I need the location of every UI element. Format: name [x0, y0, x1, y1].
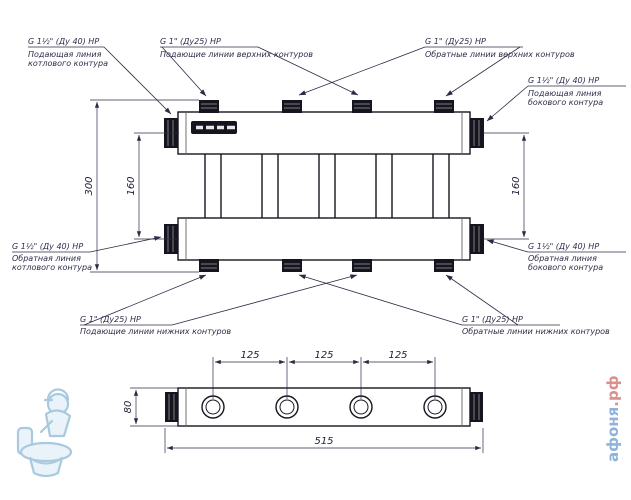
upper-port-stubs — [199, 100, 454, 113]
leader-arrow — [89, 235, 162, 253]
label-boiler-return-desc1: Обратная линия — [12, 254, 81, 263]
riser-pipe — [375, 149, 393, 223]
label-upper-return: G 1" (Ду25) НР Обратные линии верхних ко… — [298, 37, 575, 97]
bottom-ports — [201, 395, 447, 419]
upper-port-stub-1 — [199, 100, 219, 113]
label-lower-return: G 1" (Ду25) НР Обратные линии нижних кон… — [298, 274, 610, 336]
label-side-return: G 1½" (Ду 40) НР Обратная линия бокового… — [486, 239, 626, 272]
leader-arrow — [257, 46, 359, 96]
leader-arrow — [103, 46, 172, 115]
label-side-return-desc2: бокового контура — [528, 263, 603, 272]
upper-port-stub-4 — [434, 100, 454, 113]
brand-tld-text: .рф — [604, 375, 622, 406]
plumber-watermark — [16, 388, 73, 478]
label-lower-return-thread: G 1" (Ду25) НР — [462, 315, 523, 324]
dimension-right-port-spacing: 160 — [483, 132, 529, 240]
label-upper-supply: G 1" (Ду25) НР Подающие линии верхних ко… — [160, 37, 359, 97]
upper-port-stub-2 — [282, 100, 302, 113]
side-supply-connector — [470, 118, 484, 148]
leader-arrow — [298, 274, 463, 326]
label-side-supply: G 1½" (Ду 40) НР Подающая линия бокового… — [486, 76, 626, 122]
bottom-collector — [164, 217, 484, 272]
label-lower-supply: G 1" (Ду25) НР Подающие линии нижних кон… — [80, 274, 358, 336]
riser-pipe — [204, 149, 222, 223]
leader-arrow — [298, 46, 426, 96]
lower-port-stub-1 — [199, 259, 219, 272]
leader-arrow — [171, 274, 358, 326]
label-side-supply-thread: G 1½" (Ду 40) НР — [528, 76, 599, 85]
label-side-return-desc1: Обратная линия — [528, 254, 597, 263]
label-upper-return-thread: G 1" (Ду25) НР — [425, 37, 486, 46]
dim-right-spacing-value: 160 — [511, 176, 522, 195]
brand-name-text: афоня — [604, 407, 622, 462]
dim-spacing-3-value: 125 — [388, 350, 407, 361]
dim-body-height-value: 80 — [123, 401, 134, 414]
riser-pipe — [318, 149, 336, 223]
leader-arrow — [486, 85, 529, 122]
label-side-return-thread: G 1½" (Ду 40) НР — [528, 242, 599, 251]
label-side-supply-desc2: бокового контура — [528, 98, 603, 107]
label-upper-supply-thread: G 1" (Ду25) НР — [160, 37, 221, 46]
dim-overall-height-value: 300 — [84, 176, 95, 195]
dimension-port-spacings: 125 125 125 — [212, 350, 436, 399]
brand-watermark: афоня.рф — [604, 375, 622, 462]
label-boiler-supply-thread: G 1½" (Ду 40) НР — [28, 37, 99, 46]
left-end-connector — [165, 392, 178, 422]
right-end-connector — [470, 392, 483, 422]
dimension-left-port-spacing: 160 — [126, 132, 179, 240]
label-boiler-return-thread: G 1½" (Ду 40) НР — [12, 242, 83, 251]
bottom-collector-body — [177, 217, 471, 261]
riser-pipe — [261, 149, 279, 223]
label-lower-return-desc1: Обратные линии нижних контуров — [462, 327, 610, 336]
label-lower-supply-thread: G 1" (Ду25) НР — [80, 315, 141, 324]
label-boiler-supply-desc1: Подающая линия — [28, 50, 102, 59]
dim-spacing-1-value: 125 — [240, 350, 259, 361]
dimension-body-height: 80 — [123, 387, 179, 427]
bottom-view: 125 125 125 80 515 — [123, 350, 484, 453]
dim-spacing-2-value: 125 — [314, 350, 333, 361]
label-lower-supply-desc1: Подающие линии нижних контуров — [80, 327, 231, 336]
dim-overall-length-value: 515 — [314, 436, 333, 447]
dimension-overall-height: 300 — [84, 99, 199, 273]
label-side-supply-desc1: Подающая линия — [528, 89, 602, 98]
dimension-overall-length: 515 — [164, 428, 484, 453]
front-view: 300 160 160 G 1½" (Ду 40) НР Подающая ли… — [12, 37, 626, 336]
leader-arrow — [445, 274, 519, 326]
leader-arrow — [445, 46, 521, 97]
lower-port-stub-3 — [352, 259, 372, 272]
label-boiler-return-desc2: котлового контура — [12, 263, 92, 272]
lower-port-stub-2 — [282, 259, 302, 272]
side-return-connector — [470, 224, 484, 254]
lower-port-stub-4 — [434, 259, 454, 272]
label-boiler-supply: G 1½" (Ду 40) НР Подающая линия котловог… — [28, 37, 172, 115]
leader-arrow — [83, 274, 207, 326]
riser-pipe — [432, 149, 450, 223]
lower-port-stubs — [199, 259, 454, 272]
leader-arrow — [161, 46, 207, 97]
label-boiler-supply-desc2: котлового контура — [28, 59, 108, 68]
label-upper-supply-desc1: Подающие линии верхних контуров — [160, 50, 313, 59]
dim-left-spacing-value: 160 — [126, 176, 137, 195]
label-upper-return-desc1: Обратные линии верхних контуров — [425, 50, 575, 59]
label-boiler-return: G 1½" (Ду 40) НР Обратная линия котловог… — [12, 235, 162, 272]
top-collector — [164, 100, 484, 155]
leader-arrow — [486, 239, 529, 253]
upper-port-stub-3 — [352, 100, 372, 113]
riser-pipes — [204, 149, 450, 223]
